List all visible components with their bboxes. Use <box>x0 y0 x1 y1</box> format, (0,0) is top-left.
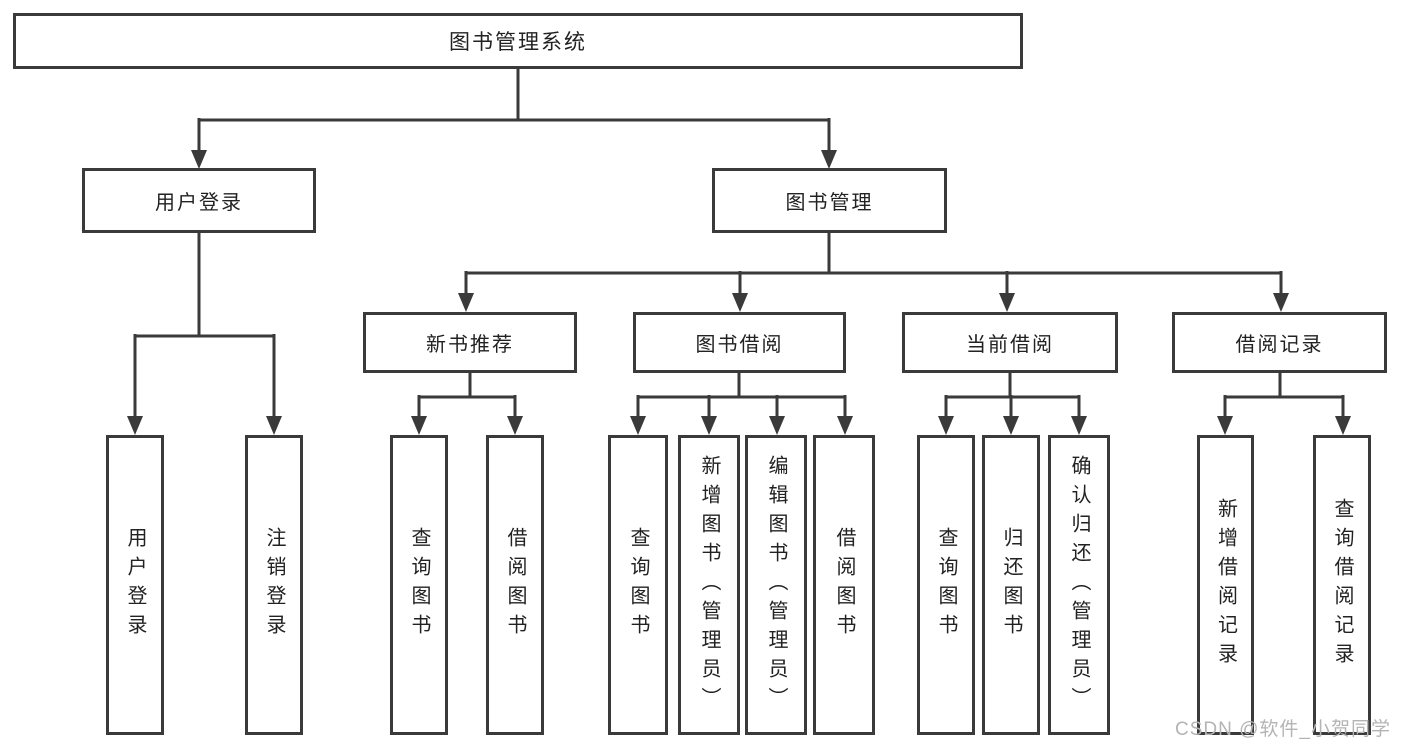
node-user-login-branch-label: 用户登录 <box>155 192 243 214</box>
leaf-query-borrow-record-label: 查询借阅记录 <box>1331 498 1353 672</box>
node-current-borrowing: 当前借阅 <box>902 312 1118 373</box>
leaf-add-books-admin-label: 新增图书（管理员） <box>698 454 720 716</box>
leaf-recommend-borrow-books: 借阅图书 <box>486 435 544 735</box>
leaf-recommend-borrow-books-label: 借阅图书 <box>504 527 526 643</box>
leaf-edit-books-admin-label: 编辑图书（管理员） <box>765 454 787 716</box>
leaf-return-books: 归还图书 <box>982 435 1040 735</box>
leaf-borrowing-query-books: 查询图书 <box>608 435 668 735</box>
node-book-management: 图书管理 <box>712 168 947 233</box>
leaf-add-borrow-record-label: 新增借阅记录 <box>1214 498 1237 672</box>
leaf-confirm-return-admin-label: 确认归还（管理员） <box>1068 454 1090 716</box>
leaf-borrowing-borrow-books: 借阅图书 <box>813 435 875 735</box>
node-book-borrowing-label: 图书借阅 <box>695 334 784 356</box>
node-user-login-branch: 用户登录 <box>82 168 316 233</box>
leaf-add-books-admin: 新增图书（管理员） <box>678 435 740 735</box>
node-root-label: 图书管理系统 <box>449 31 587 54</box>
leaf-user-login-label: 用户登录 <box>124 527 146 643</box>
leaf-return-books-label: 归还图书 <box>1000 527 1022 643</box>
leaf-current-query-books: 查询图书 <box>917 435 975 735</box>
leaf-add-borrow-record: 新增借阅记录 <box>1197 435 1254 735</box>
node-new-book-recommendation: 新书推荐 <box>363 312 577 373</box>
node-current-borrowing-label: 当前借阅 <box>966 334 1054 356</box>
leaf-borrowing-query-books-label: 查询图书 <box>627 527 649 643</box>
node-root: 图书管理系统 <box>13 13 1023 69</box>
leaf-recommend-query-books-label: 查询图书 <box>408 527 430 643</box>
leaf-recommend-query-books: 查询图书 <box>390 435 448 735</box>
leaf-edit-books-admin: 编辑图书（管理员） <box>745 435 807 735</box>
node-book-management-label: 图书管理 <box>785 192 874 214</box>
node-borrowing-records-label: 借阅记录 <box>1235 334 1324 356</box>
leaf-query-borrow-record: 查询借阅记录 <box>1313 435 1371 735</box>
node-new-book-recommendation-label: 新书推荐 <box>426 334 514 356</box>
watermark-text: CSDN @软件_小贺同学 <box>1175 719 1391 740</box>
leaf-current-query-books-label: 查询图书 <box>935 527 957 643</box>
leaf-borrowing-borrow-books-label: 借阅图书 <box>833 527 855 643</box>
node-borrowing-records: 借阅记录 <box>1172 312 1387 373</box>
leaf-user-login: 用户登录 <box>106 435 164 735</box>
leaf-confirm-return-admin: 确认归还（管理员） <box>1048 435 1110 735</box>
leaf-logout-login: 注销登录 <box>245 435 303 735</box>
leaf-logout-login-label: 注销登录 <box>263 527 285 643</box>
node-book-borrowing: 图书借阅 <box>633 312 846 373</box>
